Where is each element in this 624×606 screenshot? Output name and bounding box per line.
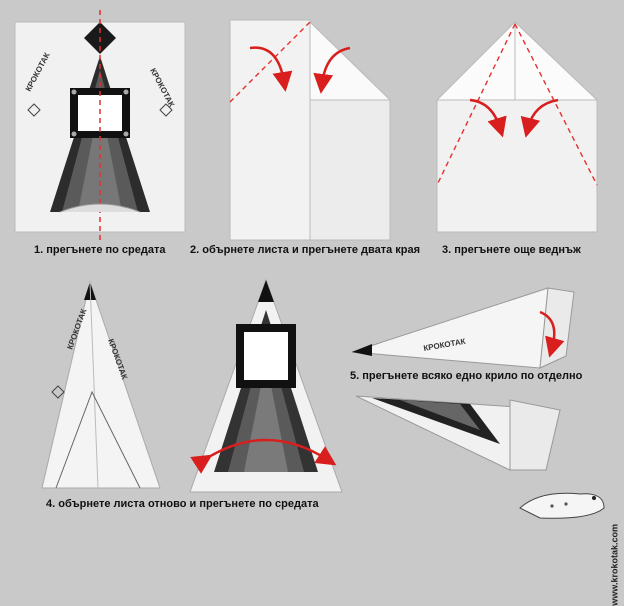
step-4-caption: 4. обърнете листа отново и прегънете по … <box>46 498 319 510</box>
step-2-sheet <box>230 20 390 240</box>
step-3-caption: 3. прегънете още веднъж <box>442 244 581 256</box>
step-4-triangle <box>42 282 160 488</box>
step-5-plane-finished <box>356 396 560 470</box>
instruction-sheet: КРОКОТАК КРОКОТАК КРОКОТАК КРОКОТАК <box>0 0 624 530</box>
step-1-caption: 1. прегънете по средата <box>34 244 165 256</box>
step-4-back <box>190 280 342 492</box>
step-2-caption: 2. обърнете листа и прегънете двата края <box>190 244 420 256</box>
crocodile-mascot-icon <box>520 493 604 518</box>
step-5-plane-side <box>352 288 574 368</box>
step-3-sheet <box>437 22 597 232</box>
step-5-caption: 5. прегънете всяко едно крило по отделно <box>350 370 582 382</box>
step-1-sheet <box>15 10 185 240</box>
illustration-canvas: КРОКОТАК КРОКОТАК КРОКОТАК КРОКОТАК <box>0 0 624 530</box>
star-icon <box>52 386 64 398</box>
watermark: www.krokotak.com <box>610 524 620 606</box>
